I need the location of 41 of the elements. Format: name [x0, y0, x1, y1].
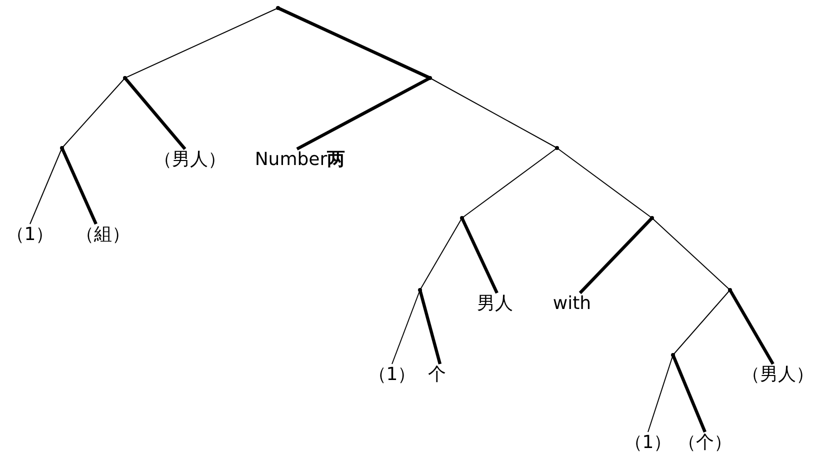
tree-leaf-label: Number两	[254, 149, 346, 171]
tree-leaf-label: （男人）	[742, 364, 814, 386]
branch-point	[650, 216, 654, 220]
tree-branch	[62, 78, 126, 148]
tree-branch	[672, 354, 706, 433]
branch-point	[123, 76, 127, 80]
branch-point	[460, 216, 464, 220]
tree-leaf-label: （組）	[76, 224, 130, 246]
branch-point	[671, 353, 675, 357]
tree-branch	[124, 8, 278, 78]
tree-leaf-label: 男人	[477, 293, 513, 315]
tree-leaf-label: with	[552, 293, 592, 315]
branch-point	[276, 6, 280, 10]
tree-branch	[296, 76, 431, 150]
tree-leaf-label: （男人）	[154, 149, 226, 171]
branch-point	[60, 146, 64, 150]
branch-point	[728, 288, 732, 292]
tree-branch	[30, 148, 62, 224]
tree-branch	[728, 289, 774, 365]
tree-branch	[392, 290, 420, 364]
tree-branch	[556, 148, 652, 218]
tree-branch	[462, 148, 558, 218]
tree-branch	[652, 218, 730, 290]
branch-point	[428, 76, 432, 80]
tree-leaf-label: （1）	[6, 224, 54, 246]
tree-branch	[648, 354, 674, 432]
tree-branch	[277, 6, 431, 80]
tree-leaf-label: （个）	[678, 432, 732, 454]
tree-branch	[124, 76, 186, 150]
tree-branch	[578, 216, 654, 294]
tree-leaf-label: （1）	[624, 432, 672, 454]
tree-branch	[672, 290, 730, 356]
tree-branch	[418, 290, 442, 364]
tree-leaf-label: 个	[428, 364, 446, 386]
tree-branch	[60, 147, 98, 225]
tree-branch	[430, 78, 558, 148]
tree-branch	[460, 217, 498, 294]
tree-branch	[420, 218, 462, 290]
tree-leaf-label: （1）	[368, 364, 416, 386]
branch-point	[555, 146, 559, 150]
branch-point	[418, 288, 422, 292]
